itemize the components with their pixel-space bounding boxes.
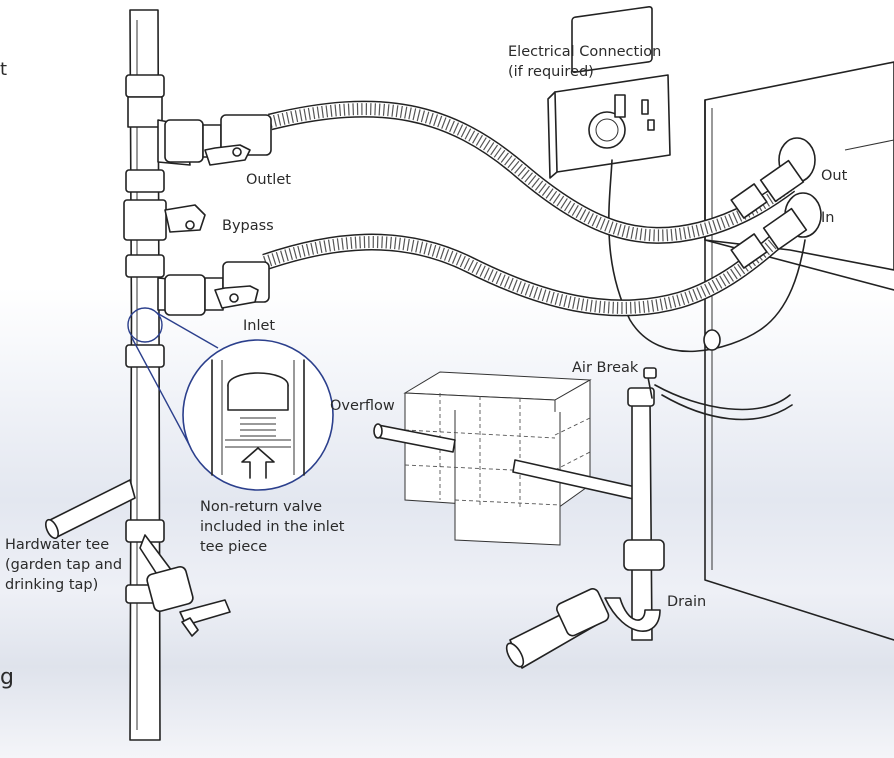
bypass-label: Bypass [222, 218, 274, 234]
drain-label: Drain [667, 594, 707, 610]
outlet-hose [267, 100, 796, 244]
inlet-valve [164, 261, 270, 316]
edge-fragment-bottom: g [0, 665, 14, 690]
in-label: In [821, 210, 835, 226]
hose-connectors [730, 159, 808, 269]
non-return-valve-label: Non-return valve included in the inlet t… [200, 499, 345, 555]
bypass-valve [164, 204, 206, 233]
air-break-label: Air Break [572, 360, 639, 376]
brick-wall [403, 371, 592, 546]
inlet-label: Inlet [243, 318, 276, 334]
main-pipe [45, 9, 191, 741]
electrical-socket [547, 5, 806, 353]
overflow-label: Overflow [330, 398, 395, 414]
edge-fragment-top: t [0, 59, 8, 80]
callout-magnifier [127, 307, 334, 491]
hardwater-tap [146, 566, 231, 637]
hardwater-tee-label: Hardwater tee (garden tap and drinking t… [5, 537, 123, 593]
appliance-unit [704, 61, 894, 641]
out-label: Out [821, 168, 848, 184]
outlet-label: Outlet [246, 172, 291, 188]
electrical-connection-label: Electrical Connection (if required) [508, 44, 662, 80]
outlet-valve [164, 114, 272, 166]
drain-assembly [505, 329, 793, 669]
inlet-hose [262, 218, 801, 317]
